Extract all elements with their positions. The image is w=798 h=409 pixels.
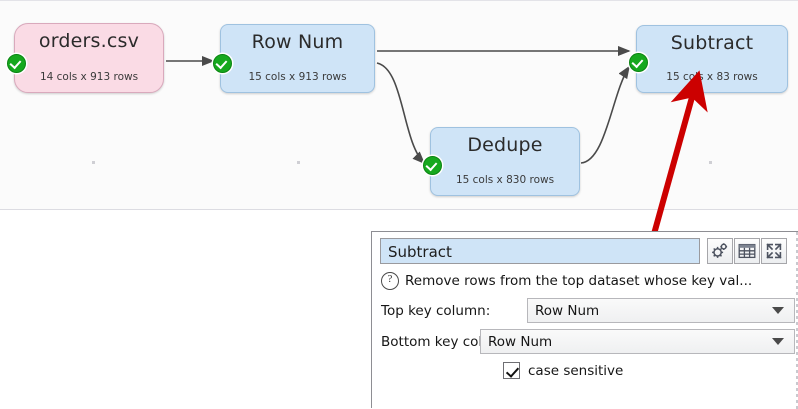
connector-dedupe-to-subtract bbox=[580, 65, 630, 164]
bottom-key-column-value: Row Num bbox=[488, 333, 553, 350]
status-ok-icon bbox=[423, 156, 442, 175]
top-key-column-select[interactable]: Row Num bbox=[527, 298, 795, 323]
item-name-input[interactable]: Subtract bbox=[380, 238, 700, 264]
status-ok-icon bbox=[629, 53, 648, 72]
panel-title-row: Subtract bbox=[380, 238, 798, 266]
expand-icon[interactable] bbox=[761, 238, 787, 264]
grid-dot bbox=[297, 161, 300, 164]
flow-connectors bbox=[166, 45, 631, 165]
node-subtitle: 15 cols x 83 rows bbox=[666, 71, 758, 83]
panel-help-text: Remove rows from the top dataset whose k… bbox=[405, 273, 753, 289]
node-title: Subtract bbox=[670, 32, 754, 54]
settings-icon[interactable] bbox=[707, 238, 733, 264]
node-row-num[interactable]: Row Num 15 cols x 913 rows bbox=[213, 24, 375, 93]
node-dedupe[interactable]: Dedupe 15 cols x 830 rows bbox=[423, 127, 580, 196]
grid-dot bbox=[92, 161, 95, 164]
properties-panel: Subtract bbox=[371, 231, 798, 409]
status-ok-icon bbox=[7, 54, 26, 73]
node-subtitle: 15 cols x 913 rows bbox=[248, 71, 347, 83]
chevron-down-icon bbox=[772, 338, 784, 345]
flow-canvas[interactable]: orders.csv 14 cols x 913 rows Row Num 15… bbox=[0, 0, 798, 210]
chevron-down-icon bbox=[772, 307, 784, 314]
node-subtitle: 14 cols x 913 rows bbox=[39, 71, 139, 83]
node-orders-csv[interactable]: orders.csv 14 cols x 913 rows bbox=[7, 23, 164, 93]
panel-help-row: ? Remove rows from the top dataset whose… bbox=[381, 271, 792, 291]
grid-dot bbox=[709, 161, 712, 164]
help-icon[interactable]: ? bbox=[381, 272, 399, 290]
case-sensitive-label: case sensitive bbox=[528, 362, 624, 379]
panel-edge bbox=[796, 232, 798, 409]
table-icon[interactable] bbox=[734, 238, 760, 264]
node-subtitle: 15 cols x 830 rows bbox=[455, 174, 555, 186]
node-subtract[interactable]: Subtract 15 cols x 83 rows bbox=[629, 25, 788, 93]
node-title: orders.csv bbox=[38, 30, 140, 52]
node-title: Row Num bbox=[251, 31, 344, 53]
top-key-column-label: Top key column: bbox=[381, 302, 491, 319]
status-ok-icon bbox=[213, 54, 232, 73]
case-sensitive-checkbox[interactable] bbox=[503, 362, 520, 379]
case-sensitive-row[interactable]: case sensitive bbox=[503, 362, 623, 379]
top-key-column-value: Row Num bbox=[535, 302, 600, 319]
connector-rownum-to-dedupe bbox=[376, 62, 426, 165]
bottom-key-column-select[interactable]: Row Num bbox=[480, 329, 795, 354]
node-title: Dedupe bbox=[467, 134, 543, 156]
top-key-column-row: Top key column: bbox=[381, 298, 794, 323]
